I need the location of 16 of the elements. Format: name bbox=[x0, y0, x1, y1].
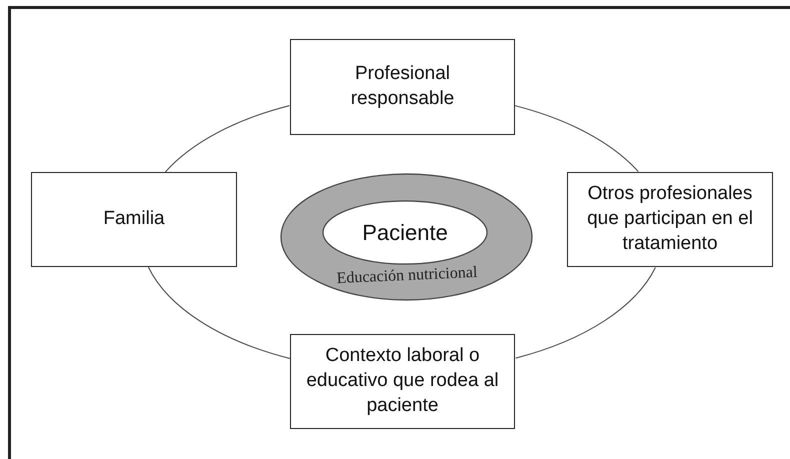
box-label: Familia bbox=[103, 207, 165, 232]
box-label: Profesional responsable bbox=[350, 62, 456, 111]
connector-arc bbox=[514, 105, 639, 172]
connector-arc bbox=[164, 105, 290, 172]
ring-label: Educación nutricional bbox=[336, 264, 478, 288]
process-box bbox=[567, 172, 773, 267]
connector-arc bbox=[515, 267, 656, 359]
ellipse-node bbox=[322, 200, 488, 265]
ring-shape bbox=[280, 173, 533, 301]
box-label: Contexto laboral o educativo que rodea al paciente bbox=[305, 344, 500, 418]
connector-arc bbox=[148, 266, 290, 359]
process-box bbox=[290, 39, 515, 135]
box-label: Otros profesionales que participan en el tratamiento bbox=[586, 182, 754, 256]
process-box bbox=[31, 172, 237, 267]
process-box bbox=[290, 334, 515, 429]
ellipse-label: Paciente bbox=[362, 220, 448, 246]
